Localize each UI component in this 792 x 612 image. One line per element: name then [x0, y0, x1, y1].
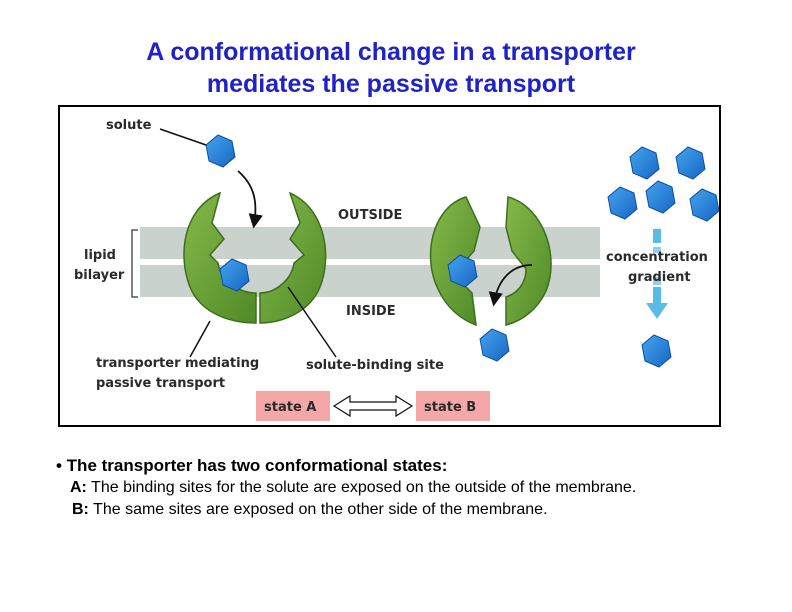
label-bilayer: bilayer: [74, 268, 125, 283]
transporter-state-b: [429, 196, 552, 327]
label-inside: INSIDE: [346, 304, 396, 319]
arrow-solute-leaving: [488, 264, 533, 307]
solute-outside-1: [629, 146, 660, 180]
solute-bound-a: [219, 258, 250, 292]
concentration-gradient-arrow: [646, 229, 668, 319]
solute-inside-1: [641, 334, 672, 368]
solute-bound-b: [447, 254, 478, 288]
label-state-a: state A: [264, 400, 316, 415]
bullet-list: • The transporter has two conformational…: [56, 455, 776, 521]
label-lipid: lipid: [84, 248, 116, 263]
solute-outside-5: [689, 188, 719, 222]
label-transporter-line-1: transporter mediating: [96, 356, 259, 371]
bullet-state-b: B: The same sites are exposed on the oth…: [56, 499, 776, 521]
label-solute: solute: [106, 118, 152, 133]
bullet-state-a-text: The binding sites for the solute are exp…: [86, 479, 637, 496]
bilayer-bracket: [131, 229, 138, 298]
title-line-1: A conformational change in a transporter: [146, 38, 636, 66]
bullet-state-b-key: B:: [72, 501, 89, 518]
label-solute-binding-site: solute-binding site: [306, 358, 444, 373]
state-a-box: [256, 391, 330, 421]
state-transition-arrow: [332, 394, 414, 418]
pointer-solute: [159, 128, 207, 146]
bullet-state-a: A: The binding sites for the solute are …: [56, 477, 776, 499]
label-gradient: gradient: [628, 270, 691, 285]
slide-title: A conformational change in a transporter…: [0, 36, 782, 100]
pointer-binding-site: [287, 286, 337, 358]
solute-incoming: [205, 134, 236, 168]
diagram-canvas: solute OUTSIDE INSIDE lipid bilayer conc…: [74, 118, 719, 421]
solute-released: [479, 328, 510, 362]
label-transporter-line-2: passive transport: [96, 376, 225, 391]
label-outside: OUTSIDE: [338, 208, 402, 223]
arrow-solute-entering: [237, 170, 263, 229]
solute-outside-2: [675, 146, 706, 180]
bullet-heading: • The transporter has two conformational…: [56, 456, 448, 475]
solute-outside-3: [645, 180, 676, 214]
label-state-b: state B: [424, 400, 476, 415]
solute-outside-4: [607, 186, 638, 220]
pointer-transporter: [189, 320, 211, 358]
bullet-state-b-text: The same sites are exposed on the other …: [88, 501, 548, 518]
state-b-box: [416, 391, 490, 421]
transporter-diagram: solute OUTSIDE INSIDE lipid bilayer conc…: [58, 105, 721, 427]
title-line-2: mediates the passive transport: [206, 70, 576, 98]
bullet-state-a-key: A:: [70, 479, 87, 496]
label-concentration: concentration: [606, 250, 708, 265]
